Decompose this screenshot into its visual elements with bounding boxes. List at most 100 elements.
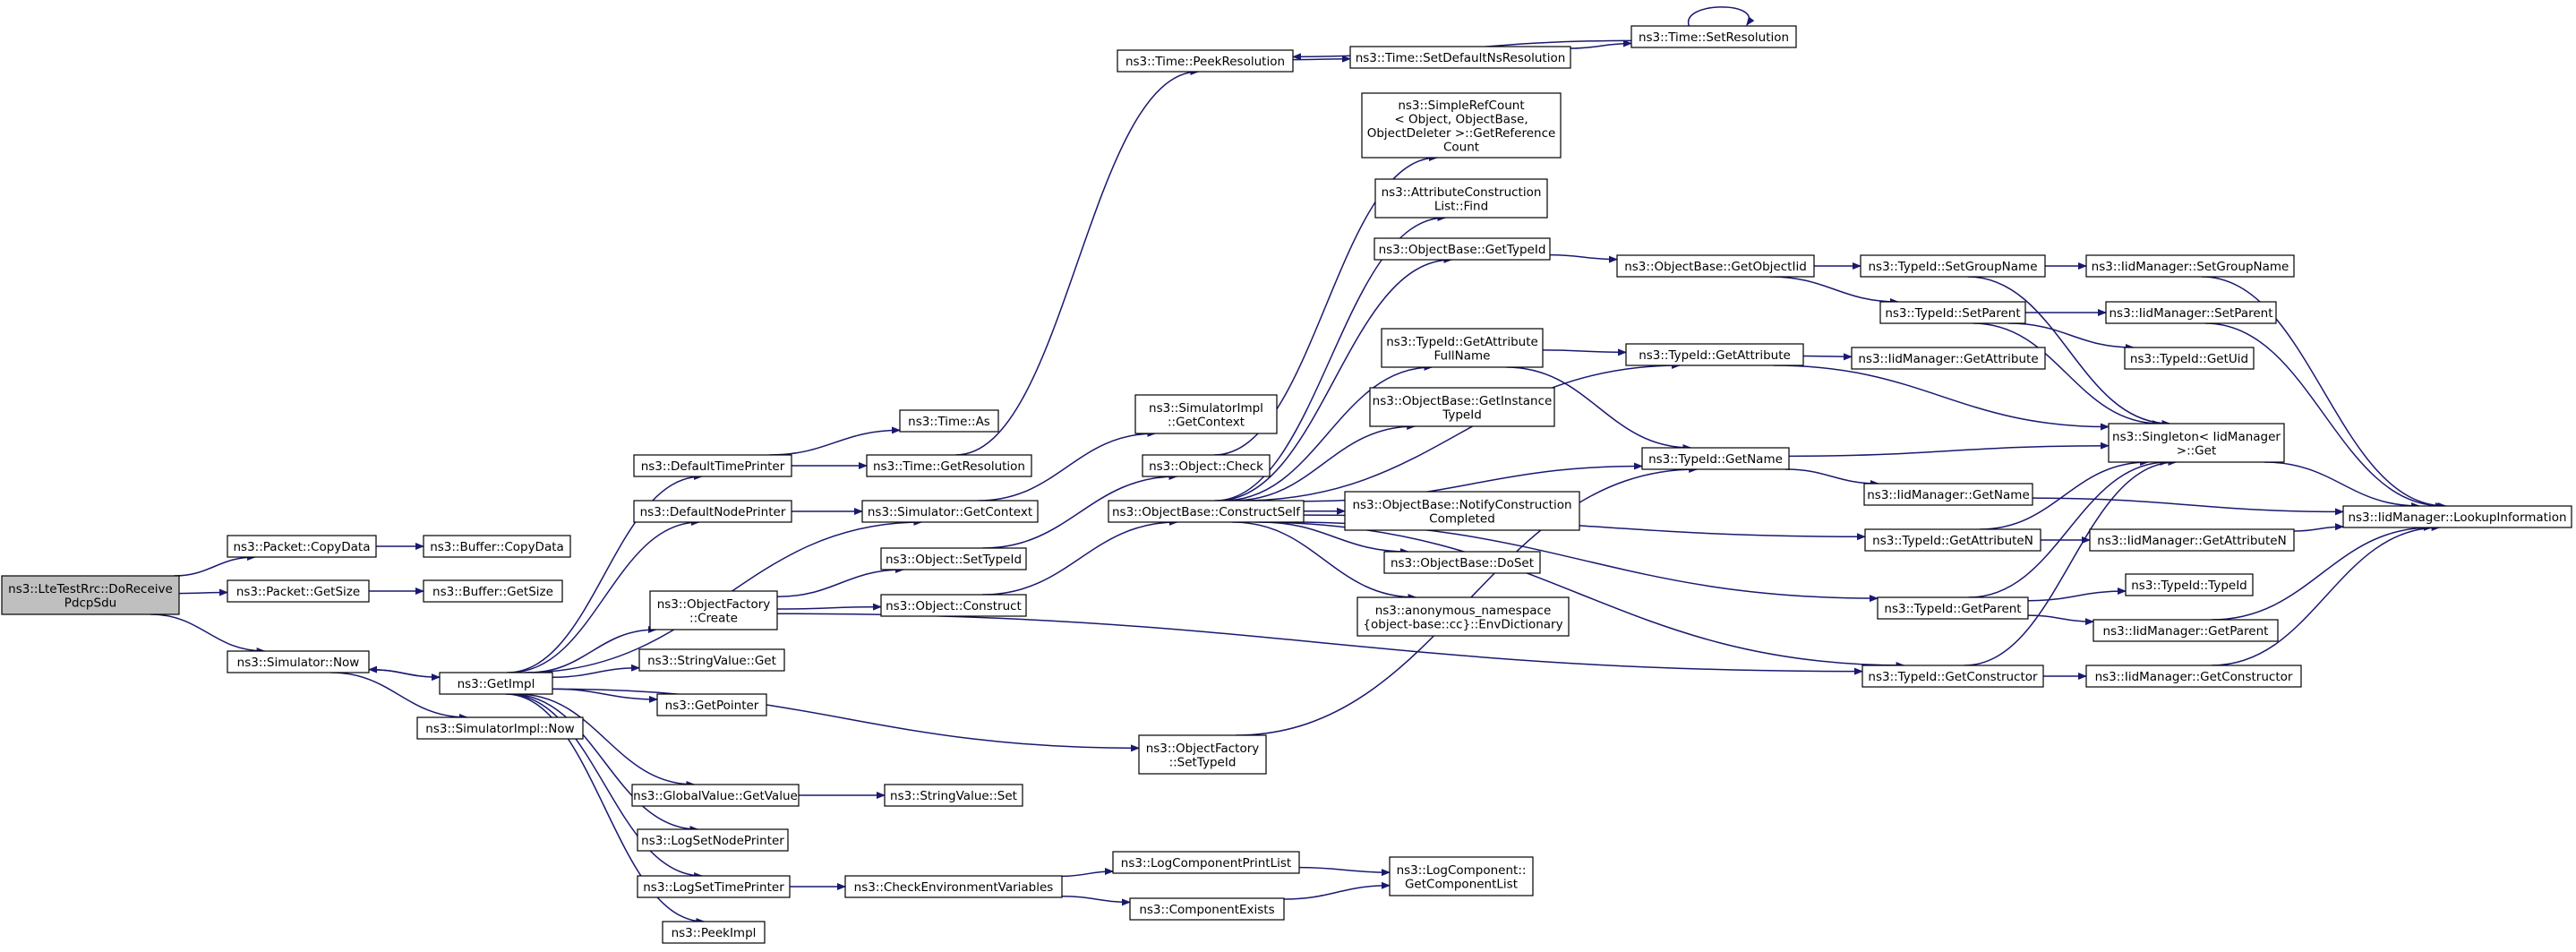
function-node-iidsetparent[interactable]: ns3::IidManager::SetParent bbox=[2105, 301, 2277, 324]
function-node-simimplnow[interactable]: ns3::SimulatorImpl::Now bbox=[416, 716, 584, 740]
function-node-peekimpl[interactable]: ns3::PeekImpl bbox=[662, 921, 766, 944]
node-box bbox=[1625, 343, 1804, 366]
function-node-timegetres[interactable]: ns3::Time::GetResolution bbox=[866, 454, 1032, 477]
function-node-logcpl[interactable]: ns3::LogComponentPrintList bbox=[1112, 851, 1300, 874]
node-label: {object-base::cc}::EnvDictionary bbox=[1363, 617, 1562, 631]
node-label: ns3::Buffer::GetSize bbox=[432, 585, 553, 599]
node-box bbox=[416, 716, 584, 740]
function-node-tidgetctor[interactable]: ns3::TypeId::GetConstructor bbox=[1861, 665, 2044, 688]
function-node-ofsettid[interactable]: ns3::ObjectFactory::SetTypeId bbox=[1138, 734, 1267, 775]
node-box bbox=[2092, 619, 2279, 642]
function-node-deftp[interactable]: ns3::DefaultTimePrinter bbox=[633, 454, 792, 477]
call-edge-objcheck-to-simplerefcount bbox=[1213, 154, 1438, 456]
function-node-iidgetattrn[interactable]: ns3::IidManager::GetAttributeN bbox=[2089, 528, 2295, 552]
function-node-tidgetuid[interactable]: ns3::TypeId::GetUid bbox=[2124, 347, 2255, 370]
function-node-logsnp[interactable]: ns3::LogSetNodePrinter bbox=[637, 828, 789, 852]
node-box bbox=[880, 594, 1027, 617]
function-node-objconstruct[interactable]: ns3::Object::Construct bbox=[880, 594, 1027, 617]
function-node-compexists[interactable]: ns3::ComponentExists bbox=[1129, 897, 1285, 921]
function-node-logstp[interactable]: ns3::LogSetTimePrinter bbox=[637, 875, 791, 898]
node-box bbox=[656, 693, 767, 716]
node-box bbox=[227, 650, 370, 673]
node-box bbox=[1383, 551, 1541, 574]
function-node-checkenv[interactable]: ns3::CheckEnvironmentVariables bbox=[844, 875, 1063, 898]
function-node-tidgetname[interactable]: ns3::TypeId::GetName bbox=[1641, 447, 1790, 470]
node-label: ns3::TypeId::GetAttribute bbox=[1386, 335, 1538, 349]
function-node-bufsize[interactable]: ns3::Buffer::GetSize bbox=[423, 579, 563, 603]
node-label: ns3::SimulatorImpl bbox=[1149, 401, 1263, 416]
function-node-simgetctx[interactable]: ns3::Simulator::GetContext bbox=[861, 500, 1039, 523]
node-box bbox=[1389, 856, 1534, 896]
call-edge-iidsetparent-to-iidlookup bbox=[2204, 322, 2444, 510]
function-node-iidlookup[interactable]: ns3::IidManager::LookupInformation bbox=[2342, 505, 2572, 528]
function-node-obnotify[interactable]: ns3::ObjectBase::NotifyConstructionCompl… bbox=[1344, 491, 1580, 531]
function-node-iidsetgroup[interactable]: ns3::IidManager::SetGroupName bbox=[2085, 254, 2295, 278]
node-label: ns3::Time::As bbox=[908, 415, 990, 429]
node-box bbox=[1369, 387, 1555, 427]
function-node-iidgetattr[interactable]: ns3::IidManager::GetAttribute bbox=[1851, 347, 2046, 370]
function-node-pktsize[interactable]: ns3::Packet::GetSize bbox=[227, 579, 370, 603]
node-label: ns3::ObjectBase::GetTypeId bbox=[1379, 243, 1546, 257]
function-node-timesetdef[interactable]: ns3::Time::SetDefaultNsResolution bbox=[1349, 46, 1571, 69]
function-node-getptr[interactable]: ns3::GetPointer bbox=[656, 693, 767, 716]
function-node-timepeek[interactable]: ns3::Time::PeekResolution bbox=[1117, 49, 1294, 73]
node-label: ns3::TypeId::GetAttribute bbox=[1639, 348, 1791, 363]
function-node-simplerefcount[interactable]: ns3::SimpleRefCount< Object, ObjectBase,… bbox=[1361, 92, 1562, 159]
function-node-obgetoid[interactable]: ns3::ObjectBase::GetObjectIid bbox=[1616, 254, 1815, 278]
node-label: ns3::TypeId::GetAttributeN bbox=[1872, 534, 2033, 548]
node-label: ObjectDeleter >::GetReference bbox=[1367, 126, 1556, 141]
function-node-anonenv[interactable]: ns3::anonymous_namespace{object-base::cc… bbox=[1356, 596, 1570, 637]
node-box bbox=[1129, 897, 1285, 921]
node-label: List::Find bbox=[1434, 199, 1488, 213]
function-node-iidgetparent[interactable]: ns3::IidManager::GetParent bbox=[2092, 619, 2279, 642]
node-box bbox=[899, 409, 999, 433]
node-box bbox=[631, 784, 800, 807]
node-box bbox=[423, 579, 563, 603]
function-node-iidgetname[interactable]: ns3::IidManager::GetName bbox=[1863, 483, 2033, 506]
node-label: ns3::Simulator::Now bbox=[237, 656, 360, 670]
node-box bbox=[1349, 46, 1571, 69]
function-node-objcheck[interactable]: ns3::Object::Check bbox=[1142, 454, 1271, 477]
function-node-tidsetparent[interactable]: ns3::TypeId::SetParent bbox=[1879, 301, 2026, 324]
function-node-obgettid[interactable]: ns3::ObjectBase::GetTypeId bbox=[1374, 237, 1551, 261]
function-node-objsettid[interactable]: ns3::Object::SetTypeId bbox=[880, 547, 1027, 570]
function-node-pktcopy[interactable]: ns3::Packet::CopyData bbox=[227, 535, 377, 558]
function-node-timesetres[interactable]: ns3::Time::SetResolution bbox=[1630, 25, 1797, 48]
function-node-gvget[interactable]: ns3::GlobalValue::GetValue bbox=[631, 784, 800, 807]
function-node-simimplctx[interactable]: ns3::SimulatorImpl::GetContext bbox=[1134, 394, 1278, 434]
function-node-obdoset[interactable]: ns3::ObjectBase::DoSet bbox=[1383, 551, 1541, 574]
function-node-svget[interactable]: ns3::StringValue::Get bbox=[638, 648, 785, 672]
node-label: < Object, ObjectBase, bbox=[1394, 112, 1528, 126]
call-edge-obconstruct-to-obgetinst bbox=[1232, 423, 1416, 502]
function-node-tidsetgroup[interactable]: ns3::TypeId::SetGroupName bbox=[1860, 254, 2046, 278]
node-box bbox=[2108, 423, 2285, 463]
function-node-simnow[interactable]: ns3::Simulator::Now bbox=[227, 650, 370, 673]
node-label: TypeId bbox=[1442, 407, 1482, 422]
function-node-defnp[interactable]: ns3::DefaultNodePrinter bbox=[633, 500, 792, 523]
call-edge-obconstruct-to-tidgetattrfull bbox=[1222, 364, 1433, 502]
node-box bbox=[662, 921, 766, 944]
call-edge-tidgetname-to-singleton bbox=[1788, 442, 2110, 458]
function-node-timeas[interactable]: ns3::Time::As bbox=[899, 409, 999, 433]
node-box bbox=[1, 575, 180, 615]
node-label: ns3::CheckEnvironmentVariables bbox=[854, 880, 1054, 895]
call-edge-simgetctx-to-simimplctx bbox=[978, 430, 1157, 502]
function-node-lcgetlist[interactable]: ns3::LogComponent::GetComponentList bbox=[1389, 856, 1534, 896]
node-label: >::Get bbox=[2177, 443, 2216, 458]
function-node-getimpl[interactable]: ns3::GetImpl bbox=[439, 672, 553, 695]
function-node-ofcreate[interactable]: ns3::ObjectFactory::Create bbox=[649, 590, 778, 630]
function-node-svset[interactable]: ns3::StringValue::Set bbox=[884, 784, 1023, 807]
function-node-tidgetattrn[interactable]: ns3::TypeId::GetAttributeN bbox=[1864, 528, 2041, 552]
function-node-obconstruct[interactable]: ns3::ObjectBase::ConstructSelf bbox=[1108, 500, 1305, 523]
function-node-bufcopy[interactable]: ns3::Buffer::CopyData bbox=[423, 535, 571, 558]
node-box bbox=[880, 547, 1027, 570]
function-node-tidtid[interactable]: ns3::TypeId::TypeId bbox=[2125, 573, 2254, 596]
function-node-tidgetattr[interactable]: ns3::TypeId::GetAttribute bbox=[1625, 343, 1804, 366]
function-node-iidgetctor[interactable]: ns3::IidManager::GetConstructor bbox=[2085, 665, 2302, 688]
function-node-singleton[interactable]: ns3::Singleton< IidManager>::Get bbox=[2108, 423, 2285, 463]
function-node-tidgetparent[interactable]: ns3::TypeId::GetParent bbox=[1877, 596, 2029, 620]
